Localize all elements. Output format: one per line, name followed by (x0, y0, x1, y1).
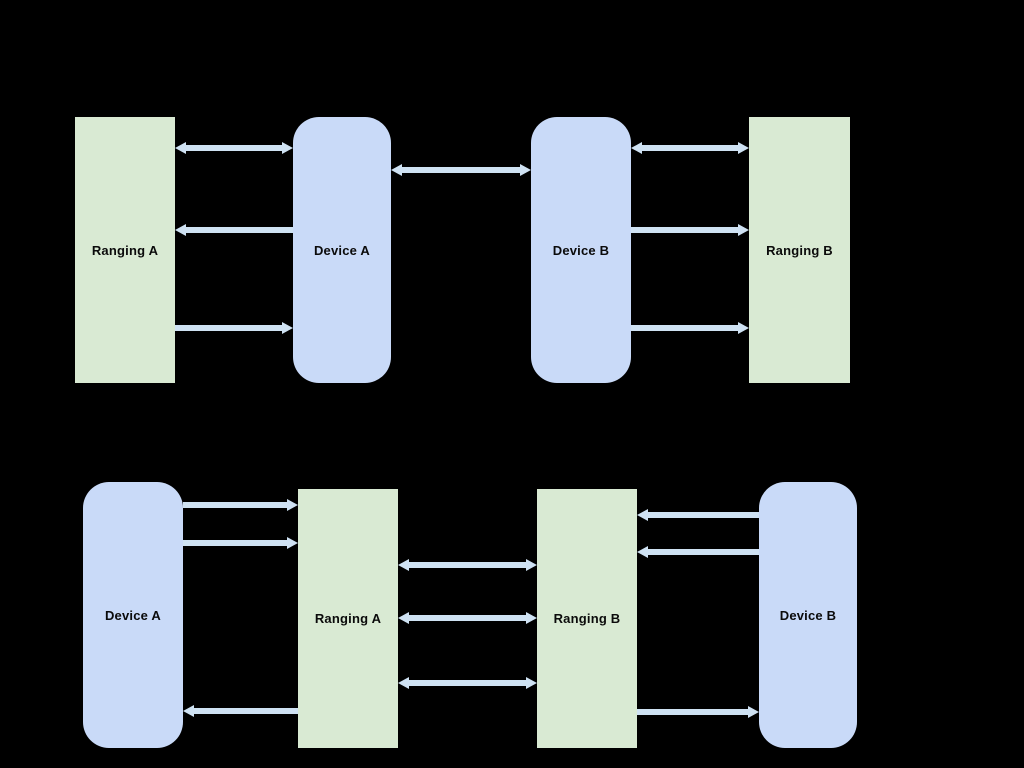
arrowhead-right-icon (748, 706, 759, 718)
arrowhead-left-icon (175, 142, 186, 154)
arrowhead-right-icon (287, 537, 298, 549)
arrow-shaft (647, 549, 759, 555)
arrow-device-a-to-ranging-a (183, 537, 298, 549)
node-label-device-b: Device B (552, 242, 610, 258)
arrow-ranging-a-to-ranging-b (398, 559, 537, 571)
arrow-ranging-a-to-ranging-b (398, 612, 537, 624)
node-label-ranging-b: Ranging B (766, 242, 833, 258)
arrowhead-right-icon (282, 322, 293, 334)
arrow-shaft (175, 325, 283, 331)
arrow-device-a-to-ranging-a (183, 499, 298, 511)
arrowhead-right-icon (520, 164, 531, 176)
arrowhead-right-icon (738, 224, 749, 236)
arrow-ranging-a-to-device-a (183, 705, 298, 717)
arrowhead-left-icon (175, 224, 186, 236)
arrowhead-left-icon (398, 559, 409, 571)
bottom-diagram-node-ranging-a: Ranging A (298, 489, 398, 748)
arrowhead-left-icon (637, 546, 648, 558)
arrow-ranging-a-to-device-a (175, 142, 293, 154)
bottom-diagram-node-device-a: Device A (83, 482, 183, 748)
arrow-ranging-a-to-ranging-b (398, 677, 537, 689)
arrowhead-left-icon (391, 164, 402, 176)
arrow-shaft (637, 709, 749, 715)
arrow-device-b-to-ranging-b (631, 224, 749, 236)
arrow-shaft (647, 512, 759, 518)
arrow-device-b-to-ranging-b (631, 322, 749, 334)
arrowhead-right-icon (526, 612, 537, 624)
arrowhead-right-icon (526, 559, 537, 571)
arrow-ranging-b-to-device-b (637, 706, 759, 718)
top-diagram-node-device-b: Device B (531, 117, 631, 383)
arrowhead-left-icon (398, 677, 409, 689)
arrowhead-left-icon (398, 612, 409, 624)
arrow-shaft (185, 227, 293, 233)
arrowhead-left-icon (631, 142, 642, 154)
arrowhead-left-icon (183, 705, 194, 717)
node-label-ranging-a: Ranging A (314, 611, 382, 626)
arrow-shaft (408, 562, 527, 568)
arrow-shaft (401, 167, 521, 173)
arrow-shaft (641, 145, 739, 151)
arrowhead-right-icon (526, 677, 537, 689)
arrow-shaft (183, 502, 288, 508)
node-label-device-a: Device A (313, 242, 371, 258)
arrowhead-right-icon (287, 499, 298, 511)
top-diagram-node-ranging-a: Ranging A (75, 117, 175, 383)
arrow-shaft (408, 615, 527, 621)
arrow-device-b-to-ranging-b (637, 546, 759, 558)
arrow-shaft (631, 227, 739, 233)
arrow-shaft (631, 325, 739, 331)
arrowhead-right-icon (282, 142, 293, 154)
arrowhead-left-icon (637, 509, 648, 521)
arrow-device-b-to-ranging-b (631, 142, 749, 154)
arrow-device-a-to-device-b (391, 164, 531, 176)
node-label-device-b: Device B (779, 607, 837, 623)
bottom-diagram-node-ranging-b: Ranging B (537, 489, 637, 748)
bottom-diagram-node-device-b: Device B (759, 482, 857, 748)
arrowhead-right-icon (738, 322, 749, 334)
arrow-shaft (408, 680, 527, 686)
top-diagram-node-device-a: Device A (293, 117, 391, 383)
arrow-shaft (183, 540, 288, 546)
arrow-device-b-to-ranging-b (637, 509, 759, 521)
arrow-shaft (185, 145, 283, 151)
node-label-ranging-b: Ranging B (553, 611, 621, 626)
node-label-ranging-a: Ranging A (91, 242, 159, 258)
arrowhead-right-icon (738, 142, 749, 154)
arrow-ranging-a-to-device-a (175, 322, 293, 334)
arrow-device-a-to-ranging-a (175, 224, 293, 236)
node-label-device-a: Device A (104, 607, 162, 623)
top-diagram-node-ranging-b: Ranging B (749, 117, 850, 383)
arrow-shaft (193, 708, 298, 714)
